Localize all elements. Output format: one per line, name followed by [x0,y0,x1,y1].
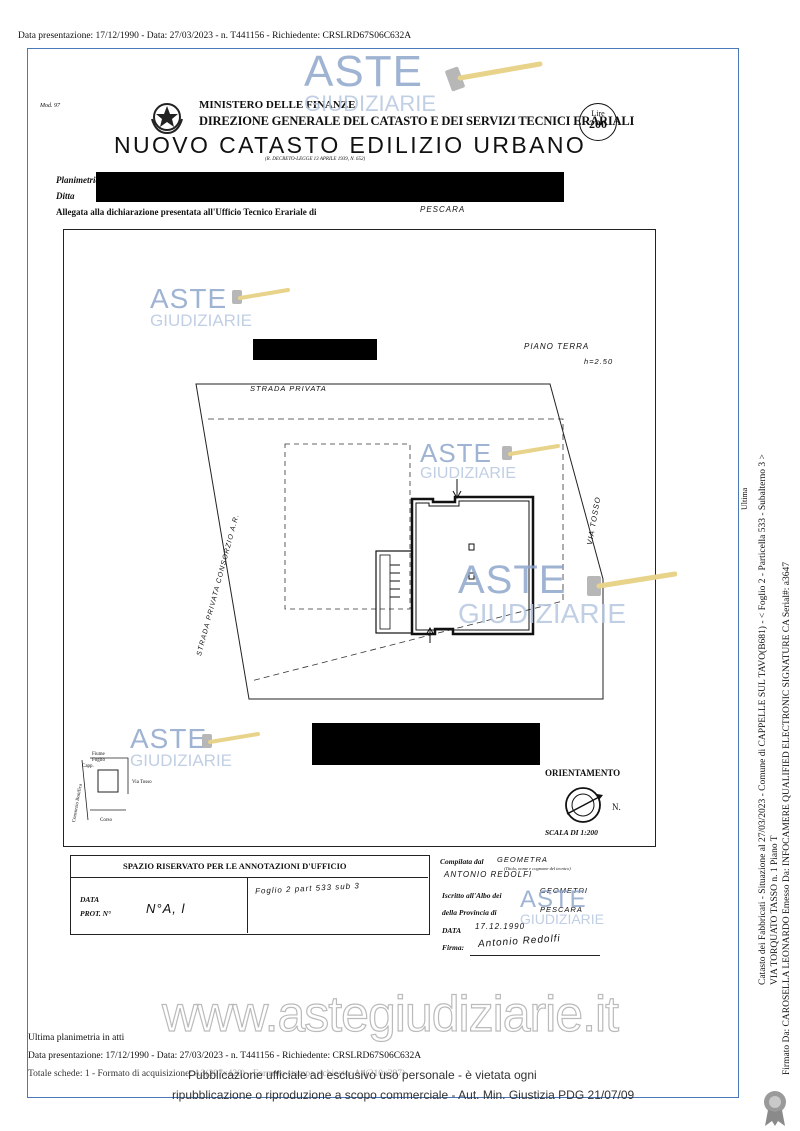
watermark-brand-bottom: GIUDIZIARIE [520,911,605,927]
inset-label-4: Via Tosso [132,780,152,785]
last-planimetry: Ultima planimetria in atti [28,1033,125,1043]
plan-frame [63,229,656,847]
road-top-label: STRADA PRIVATA [250,384,327,393]
watermark-brand-top: ASTE [304,47,423,96]
inset-label-2: Foglio [92,758,106,763]
planimetria-label: Planimetria [56,175,101,185]
floor-label: PIANO TERRA [524,342,590,351]
office-title-bar [70,855,428,878]
stair [375,550,413,634]
dashed-garden [284,443,411,610]
publication-notice-2: ripubblicazione o riproduzione a scopo c… [172,1088,635,1102]
website-watermark: www.astegiudiziarie.it [161,985,619,1042]
watermark-brand-bottom: GIUDIZIARIE [150,311,253,330]
award-ribbon-icon [764,1091,786,1126]
watermark-brand-bottom: GIUDIZIARIE [130,751,233,770]
ditta-label: Ditta [56,191,75,201]
building-wall [410,495,535,636]
gavel-icon [587,571,677,596]
price-value: 200 [589,117,607,131]
compilata-value: GEOMETRA [497,855,548,864]
compiler-data-label: DATA [442,926,462,935]
side-text-3: Firmato Da: CAROSELLA LEONARDO Emesso Da… [782,562,792,1075]
gavel-icon [202,732,260,748]
provincia-label: della Provincia di [442,908,497,917]
gavel-icon [502,444,560,460]
iscritto-value: GEOMETRI [540,886,589,895]
decree-note: (R. DECRETO-LEGGE 13 APRILE 1939, N. 652… [265,157,366,162]
footer-line-1: Data presentazione: 17/12/1990 - Data: 2… [28,1051,422,1061]
redacted-box-2 [312,723,540,765]
office-title: SPAZIO RISERVATO PER LE ANNOTAZIONI D'UF… [123,861,347,871]
watermark-brand-top: ASTE [420,438,492,468]
iscritto-label: Iscritto all'Albo dei [442,891,502,900]
name-hint: (Titolo, nome e cognome del tecnico) [504,866,571,871]
firma-underline [470,955,600,956]
direction-name: DIREZIONE GENERALE DEL CATASTO E DEI SER… [199,114,635,128]
plan-drawing [195,383,604,700]
side-small-mark: Ultima [740,487,749,510]
header-line: Data presentazione: 17/12/1990 - Data: 2… [18,31,412,41]
gavel-icon [445,61,543,92]
watermark-4: ASTE GIUDIZIARIE [458,560,626,628]
watermark-brand-bottom: GIUDIZIARIE [304,91,437,116]
watermark-brand-top: ASTE [130,723,208,754]
publication-notice-1: Pubblicazione ufficiale ad esclusivo uso… [188,1068,537,1082]
north-label: N. [612,802,621,812]
north-arrow-icon [565,787,603,823]
lot-boundary [195,383,604,700]
watermark-brand-bottom: GIUDIZIARIE [420,465,517,482]
watermark-3: ASTE GIUDIZIARIE [420,440,516,482]
office-box [70,855,430,935]
gavel-icon [232,288,290,304]
price-badge: Lire 200 [579,103,617,141]
allegata-value: PESCARA [420,205,466,214]
redacted-box-1 [253,339,377,360]
compilata-label: Compilata dal [440,857,484,866]
office-prot-value: N°A, l [146,901,186,916]
watermark-brand-top: ASTE [458,558,567,602]
republic-emblem-icon [151,103,183,135]
side-text-2: VIA TORQUATO TASSO n. 1 Piano T [770,835,780,985]
height-label: h=2.50 [584,357,614,366]
office-divider [247,877,248,933]
watermark-1: ASTE GIUDIZIARIE [304,47,437,116]
watermark-brand-bottom: GIUDIZIARIE [458,598,627,629]
office-data-label: DATA [80,895,100,904]
office-prot-label: PROT. N° [80,909,112,918]
watermark-2: ASTE GIUDIZIARIE [150,283,253,330]
watermark-6: ASTE GIUDIZIARIE [520,886,605,927]
watermark-brand-top: ASTE [150,283,228,314]
setback-line [208,418,564,682]
ministry-name: MINISTERO DELLE FINANZE [199,99,356,111]
redacted-owner [96,172,564,202]
compiler-name: ANTONIO REDOLFI [444,870,533,879]
outer-frame [27,48,739,1098]
inset-label-6: Corso [100,818,112,823]
orientation-label: ORIENTAMENTO [545,768,621,778]
price-label: Lire [591,109,605,118]
inset-label-1: Fiume [92,752,105,757]
scale-label: SCALA DI 1:200 [545,828,598,837]
provincia-value: PESCARA [540,905,583,914]
inset-label-3: Capp. [82,764,94,769]
location-inset-map [81,757,129,821]
allegata-label: Allegata alla dichiarazione presentata a… [56,207,317,217]
compiler-data-value: 17.12.1990 [475,922,526,931]
watermark-brand-top: ASTE [520,886,587,913]
side-text-1: Catasto dei Fabbricati - Situazione al 2… [758,454,768,985]
form-title: NUOVO CATASTO EDILIZIO URBANO [114,132,587,158]
firma-label: Firma: [442,943,465,952]
watermark-5: ASTE GIUDIZIARIE [130,723,233,770]
model-code: Mod. 97 [40,103,60,109]
